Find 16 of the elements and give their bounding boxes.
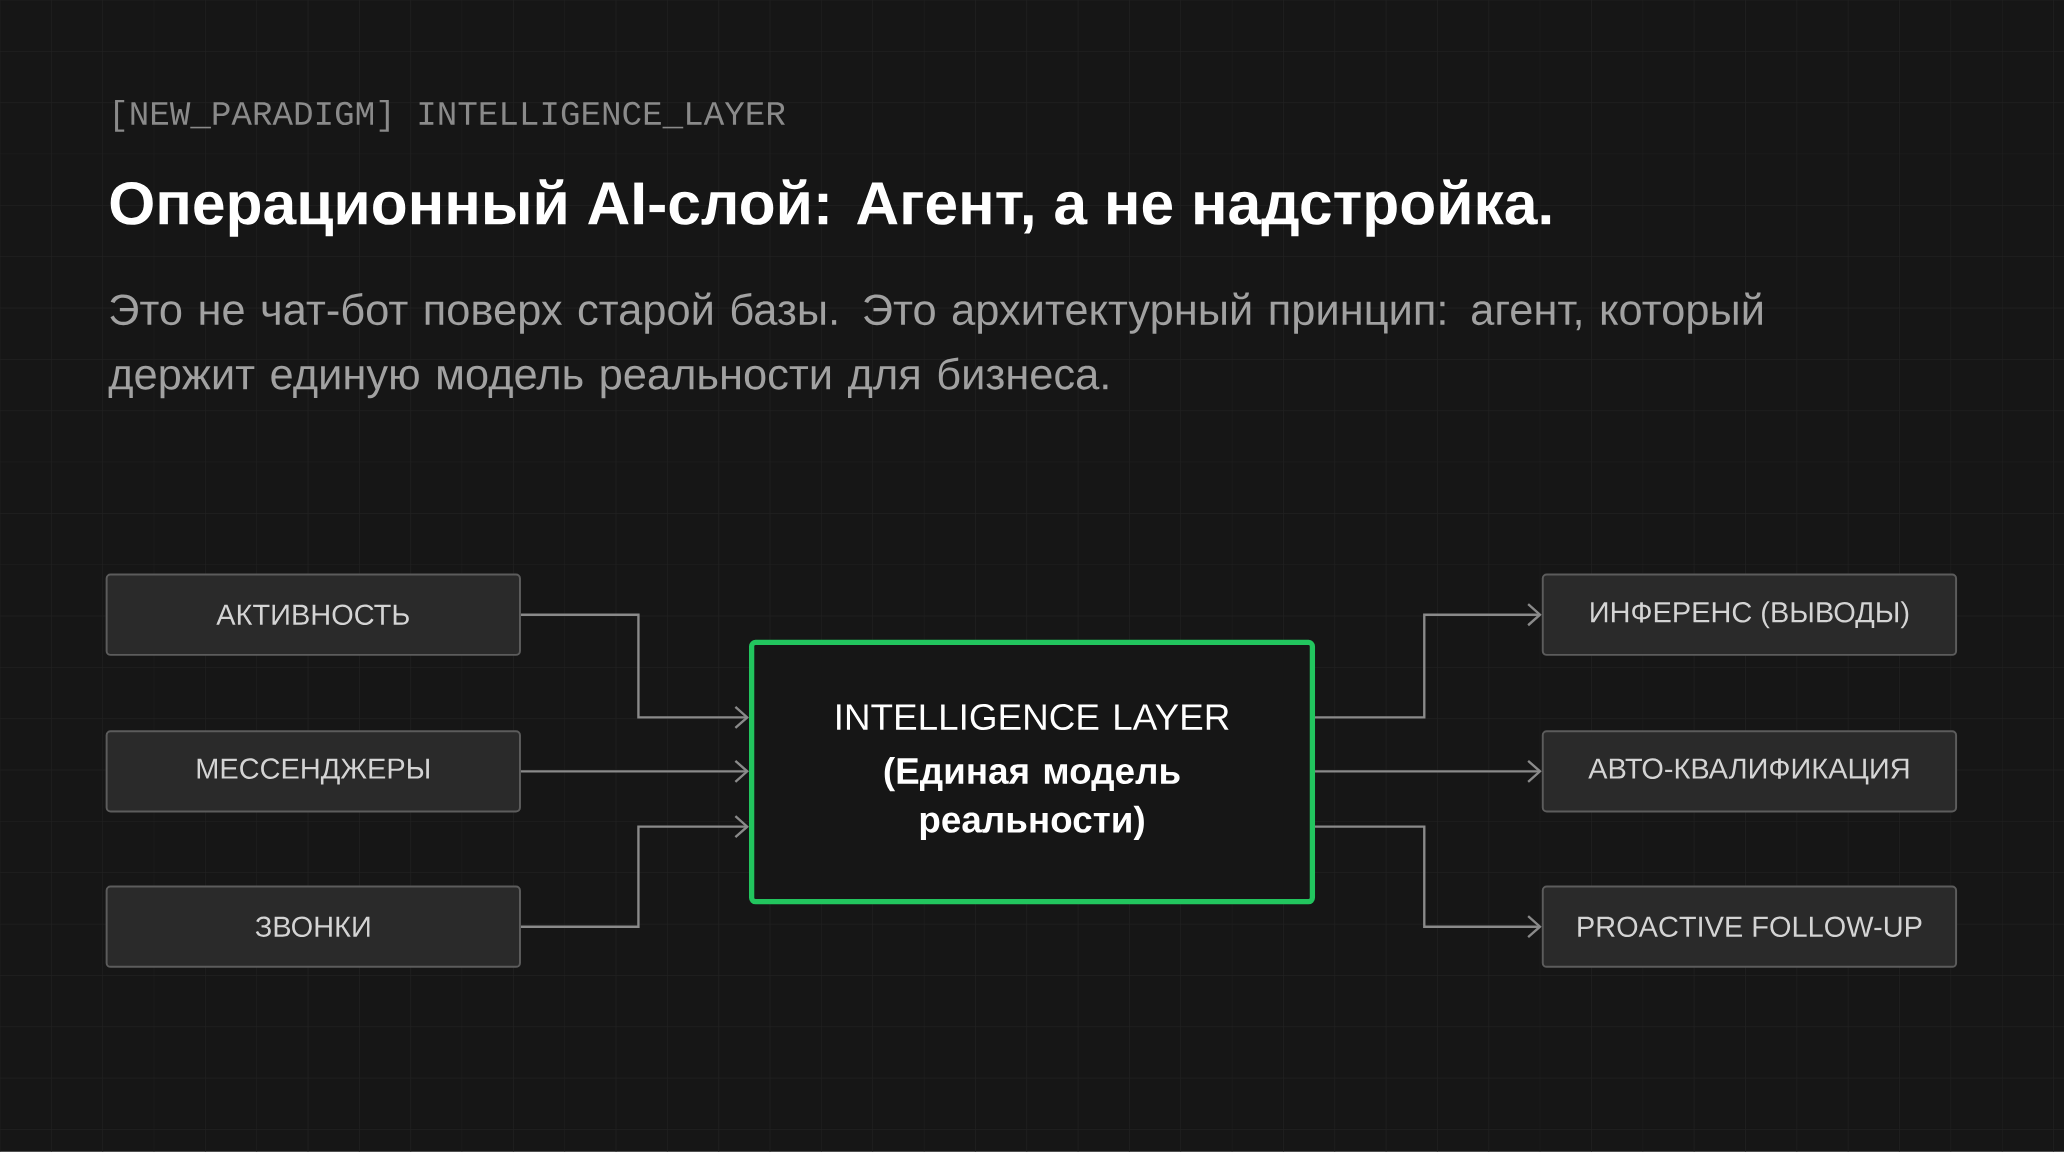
arrow <box>1315 760 1542 783</box>
source-box: ЗВОНКИ <box>105 885 521 968</box>
source-box: АВТО-КВАЛИФИКАЦИЯ <box>1541 730 1958 813</box>
center-box: INTELLIGENCE LAYER (Единая модель реальности) <box>749 639 1316 905</box>
arrow <box>520 613 749 729</box>
arrow <box>520 760 749 783</box>
arrow <box>520 815 749 928</box>
arrow <box>1315 825 1542 939</box>
source-box: ИНФЕРЕНС (ВЫВОДЫ) <box>1541 573 1958 656</box>
source-box: АКТИВНОСТЬ <box>105 573 521 656</box>
subtitle: Это не чат-бот поверх старой базы. Это архитектурный принцип: агент, который держит единую модель реальности для бизнеса. <box>108 292 1762 399</box>
title: Операционный AI-слой: Агент, а не надстройка. <box>110 179 1551 237</box>
source-box: PROACTIVE FOLLOW-UP <box>1541 885 1958 968</box>
arrow <box>1315 603 1542 719</box>
tag-line: [NEW_PARADIGM] INTELLIGENCE_LAYER <box>115 100 785 132</box>
source-box: МЕССЕНДЖЕРЫ <box>105 730 521 813</box>
